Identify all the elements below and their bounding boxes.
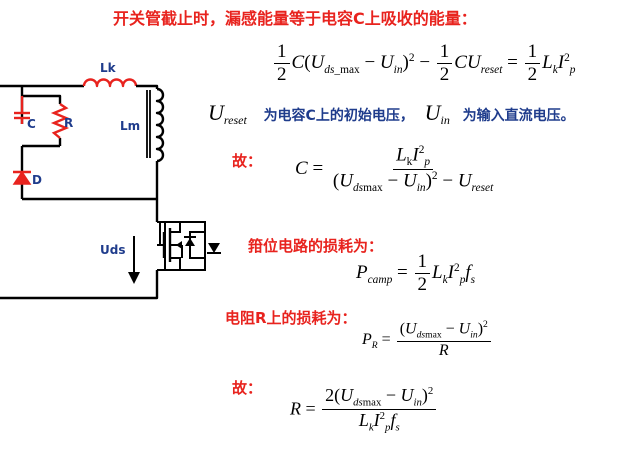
label-lk: Lk [100, 61, 117, 75]
capacitance-equation: C = LkI2p(Udsmax − Uin)2 − Ureset [295, 144, 494, 194]
clamp-loss-label: 箝位电路的损耗为： [248, 237, 384, 255]
therefore-label-1: 故： [232, 152, 263, 170]
label-uds: Uds [100, 243, 125, 257]
label-d: D [32, 173, 42, 187]
label-lm: Lm [120, 119, 140, 133]
label-r: R [64, 116, 73, 130]
variable-note: Ureset 为电容C上的初始电压， Uin 为输入直流电压。 [208, 100, 575, 127]
heading: 开关管截止时，漏感能量等于电容C上吸收的能量： [113, 9, 477, 28]
label-c: C [27, 117, 36, 131]
resistor-loss-label: 电阻R上的损耗为： [225, 309, 357, 327]
note-part2: 为输入直流电压。 [462, 108, 575, 124]
diode-symbol [12, 170, 32, 185]
note-part1: 为电容C上的初始电压， [263, 108, 414, 124]
therefore-label-2: 故： [232, 379, 263, 397]
flyback-clamp-circuit: C R D Lk Lm Uds [0, 61, 221, 300]
